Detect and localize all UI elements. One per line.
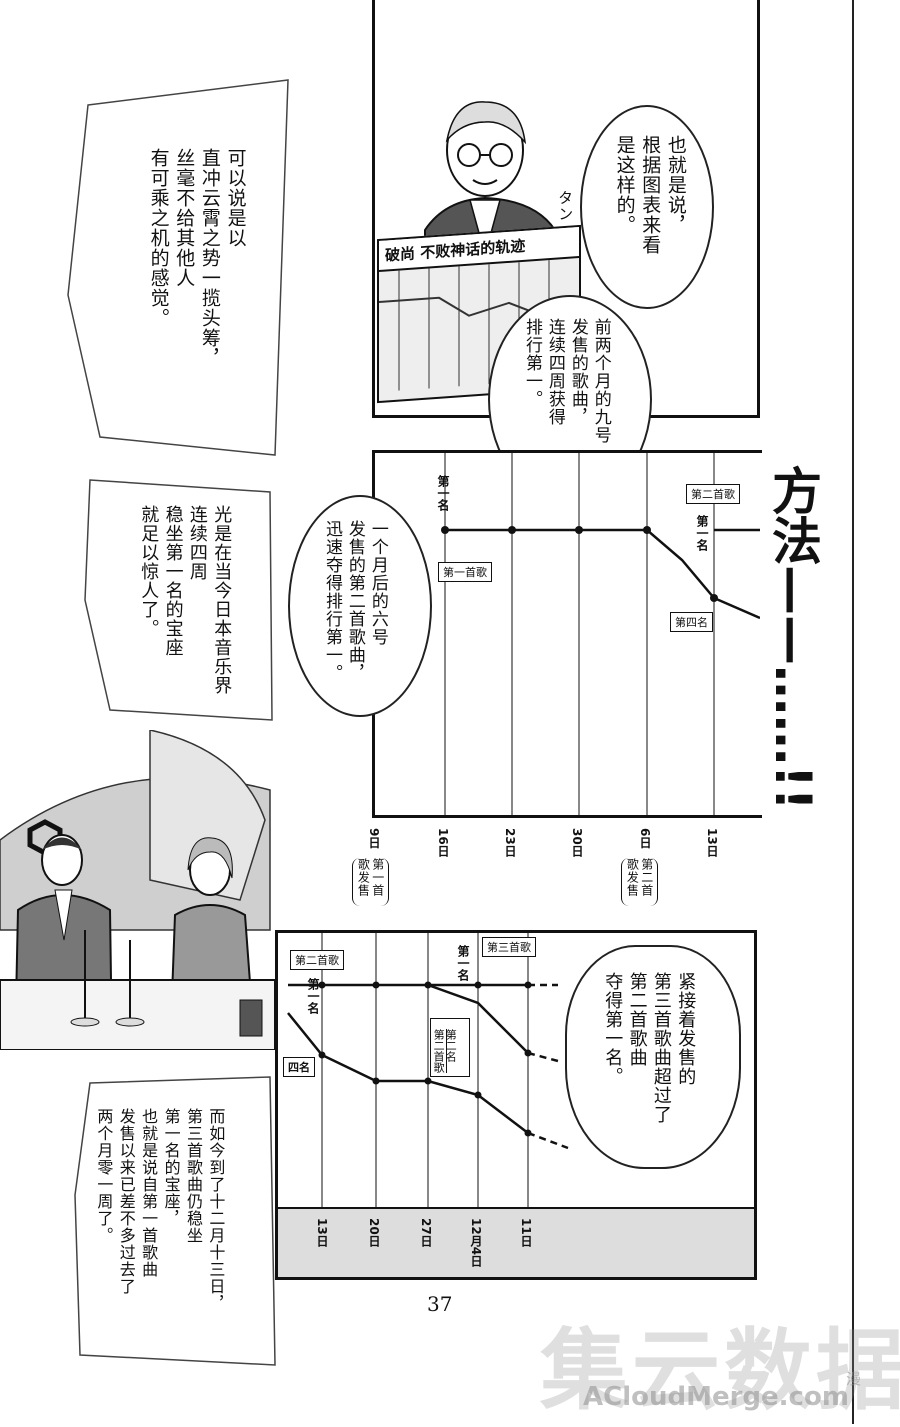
chart-1-tick-16: 16日 [436,828,450,857]
narration-frame-3 [74,1076,276,1366]
chart-1-release-2: 第二首歌发售 [621,858,658,906]
narration-left-2: 光是在当今日本音乐界 连续四周 稳坐第一名的宝座 就足以惊人了。 [138,505,233,695]
margin-rule [852,0,854,1424]
chart-1-tick-6: 6日 [638,828,652,849]
chart-2-tag-second-sub: 第二首歌 [432,1029,448,1073]
chart-2 [278,933,754,1277]
chart-1-rank-first-b: 第一名 [695,515,709,551]
chart-1-panel [372,450,762,818]
watermark-url: ACloudMerge.com [583,1382,849,1412]
chart-2-speech: 紧接着发售的 第三首歌曲超过了 第二首歌曲 夺得第一名。 [602,972,697,1124]
chart-1-tick-9: 9日 [367,828,381,849]
watermark-corner: 漫 [846,1370,862,1388]
chart-2-tag-song2: 第二首歌 [290,950,344,970]
sfx-tan: タン [556,190,575,222]
page-number: 37 [427,1292,453,1316]
shout-text: 方法——……!! [764,465,822,811]
chart-1-tag-song1: 第一首歌 [438,562,492,582]
chart-1-tick-30: 30日 [570,828,584,857]
narration-bottom: 而如今到了十二月十三日， 第三首歌曲仍稳坐 第一名的宝座， 也就是说自第一首歌曲… [94,1108,226,1312]
chart-2-tick-11: 11日 [519,1218,533,1247]
chart-1-tick-13: 13日 [705,828,719,857]
chart-2-tick-20: 20日 [367,1218,381,1247]
narration-frame-1 [67,79,289,456]
studio-scene [0,730,275,1050]
speech-bubble-3 [288,495,432,717]
chart-2-rank-first-a: 第一名 [306,978,320,1014]
chart-2-tag-song3: 第三首歌 [482,937,536,957]
speech-2-text: 前两个月的九号 发售的歌曲， 连续四周获得 排行第一。 [521,318,611,444]
chart-1-tick-23: 23日 [503,828,517,857]
chart-1-release-1: 第一首歌发售 [352,858,389,906]
speech-bubble-4 [565,945,741,1169]
chart-1-rank-first: 第一名 [436,475,450,511]
speech-1-text: 也就是说， 根据图表来看 是这样的。 [613,135,687,255]
watermark-main: 集云数据 [540,1319,900,1422]
chart-1-tag-fourth: 第四名 [670,612,713,632]
chart-2-tick-13: 13日 [315,1218,329,1247]
chart-1-tag-song2: 第二首歌 [686,484,740,504]
narration-frame-2 [84,479,273,721]
chart-2-tick-dec4: 12月4日 [469,1218,483,1268]
speech-bubble-1 [580,105,714,309]
chart-1 [441,450,760,818]
chart-2-tick-27: 27日 [419,1218,433,1247]
chart-2-rank-first-b: 第一名 [456,945,470,981]
chart-2-tag-fourth: 四名 [283,1057,315,1077]
chart-2-tag-second: 第二名 第二首歌 [430,1018,471,1077]
narration-left-1: 可以说是以 直冲云霄之势一揽头筹， 丝毫不给其他人 有可乘之机的感觉。 [147,148,247,368]
chart-2-tag-second-label: 第二名 [444,1029,458,1062]
chart-1-speech: 一个月后的六号 发售的第二首歌曲， 迅速夺得排行第一。 [321,520,388,682]
